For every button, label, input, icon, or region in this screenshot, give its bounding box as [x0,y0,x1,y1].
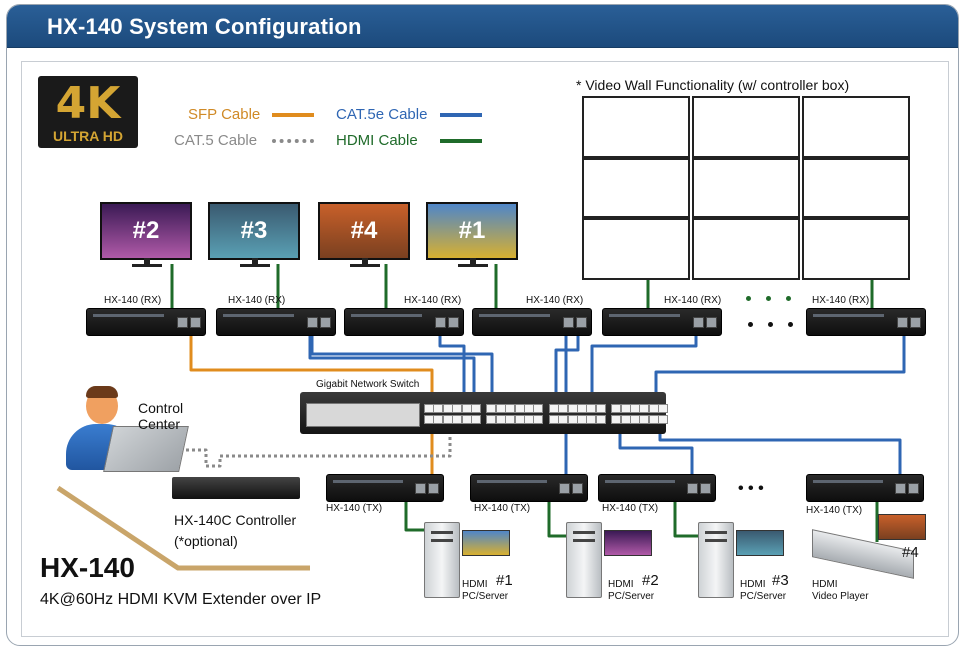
source-hdmi-label: HDMI [812,579,838,590]
pc-server-icon [566,522,602,598]
legend-cat5-swatch [272,139,314,143]
switch-label: Gigabit Network Switch [316,379,420,390]
source-number: #3 [772,572,789,589]
receiver-unit [472,308,592,336]
laptop-icon [103,426,189,472]
controller-unit [172,477,300,499]
video-wall-panel [582,96,690,158]
source-number: #1 [496,572,513,589]
legend-cat5-label: CAT.5 Cable [174,132,258,149]
legend-cat5e-label: CAT.5e Cable [336,106,428,123]
source-type: PC/Server [608,591,655,602]
video-wall-panel [692,158,800,218]
cat5e-cable [654,332,906,408]
video-wall-panel [802,158,910,218]
receiver-unit [86,308,206,336]
decorative-swoosh [56,485,310,571]
receiver-label: HX-140 (RX) [526,295,584,306]
transmitter-label: HX-140 (TX) [326,503,383,514]
legend-hdmi-swatch [440,139,482,143]
cat5-cable [186,424,452,468]
video-wall-panel [692,218,800,280]
transmitter-label: HX-140 (TX) [602,503,659,514]
receiver-unit [216,308,336,336]
4k-logo-text: 4K [55,78,121,129]
source-thumbnail [604,530,652,556]
monitor-screen: #1 [426,202,518,260]
transmitter-label: HX-140 (TX) [806,505,863,516]
pc-server-icon [698,522,734,598]
switch-port [595,404,606,413]
product-tagline: 4K@60Hz HDMI KVM Extender over IP [40,591,322,608]
video-wall-label: * Video Wall Functionality (w/ controlle… [576,77,850,93]
switch-port [533,404,544,413]
transmitter-unit [470,474,588,502]
transmitter-unit [806,474,924,502]
video-wall-panel [582,158,690,218]
cat5e-cable [308,332,476,408]
cat5e-cable [554,332,580,408]
ultra-hd-logo-text: ULTRA HD [53,128,123,144]
switch-port [533,415,544,424]
source-type: PC/Server [740,591,787,602]
diagram-area [21,61,949,637]
transmitter-unit [598,474,716,502]
receiver-label: HX-140 (RX) [404,295,462,306]
source-number: #4 [902,544,919,561]
hdmi-cable [673,498,700,538]
page-title: HX-140 System Configuration [47,14,362,39]
4k-ultra-hd-logo: 4K ULTRA HD [38,76,138,148]
source-type: PC/Server [462,591,509,602]
transmitter-unit [326,474,444,502]
cat5e-cable [618,424,694,484]
source-hdmi-label: HDMI [608,579,634,590]
cat5e-cable [438,332,466,408]
video-wall-panel [582,218,690,280]
switch-port [595,415,606,424]
receiver-unit [344,308,464,336]
video-wall-panel [802,218,910,280]
video-wall-panel [692,96,800,158]
hdmi-cable [404,498,428,532]
source-thumbnail [878,514,926,540]
switch-port [471,415,481,424]
network-switch [300,392,669,434]
pc-server-icon [424,522,460,598]
video-wall [582,96,912,282]
title-bar: HX-140 System Configuration [7,5,958,48]
video-wall-panel [802,96,910,158]
legend-sfp-label: SFP Cable [188,106,261,123]
source-thumbnail [462,530,510,556]
receiver-label: HX-140 (RX) [812,295,870,306]
product-name: HX-140 [40,552,135,583]
source-hdmi-label: HDMI [462,579,488,590]
receiver-label: HX-140 (RX) [228,295,286,306]
controller-name: HX-140C Controller [174,512,297,528]
controller-note: (*optional) [174,533,238,549]
legend-hdmi-label: HDMI Cable [336,132,418,149]
receiver-label: HX-140 (RX) [664,295,722,306]
monitor-screen: #3 [208,202,300,260]
receiver-unit [806,308,926,336]
legend-cat5e-swatch [440,113,482,117]
switch-port [658,404,669,413]
switch-port [658,415,669,424]
source-hdmi-label: HDMI [740,579,766,590]
control-center-label: Control Center [138,400,184,432]
legend-sfp-swatch [272,113,314,117]
source-type: Video Player [812,591,869,602]
cat5e-cable [310,332,494,408]
source-number: #2 [642,572,659,589]
more-transmitters-indicator: • • • [738,480,764,497]
monitor-screen: #2 [100,202,192,260]
receiver-unit [602,308,722,336]
cat5e-cable [590,332,698,408]
source-thumbnail [736,530,784,556]
transmitter-label: HX-140 (TX) [474,503,531,514]
monitor-screen: #4 [318,202,410,260]
hdmi-cable [547,498,568,538]
receiver-label: HX-140 (RX) [104,295,162,306]
switch-port [471,404,481,413]
